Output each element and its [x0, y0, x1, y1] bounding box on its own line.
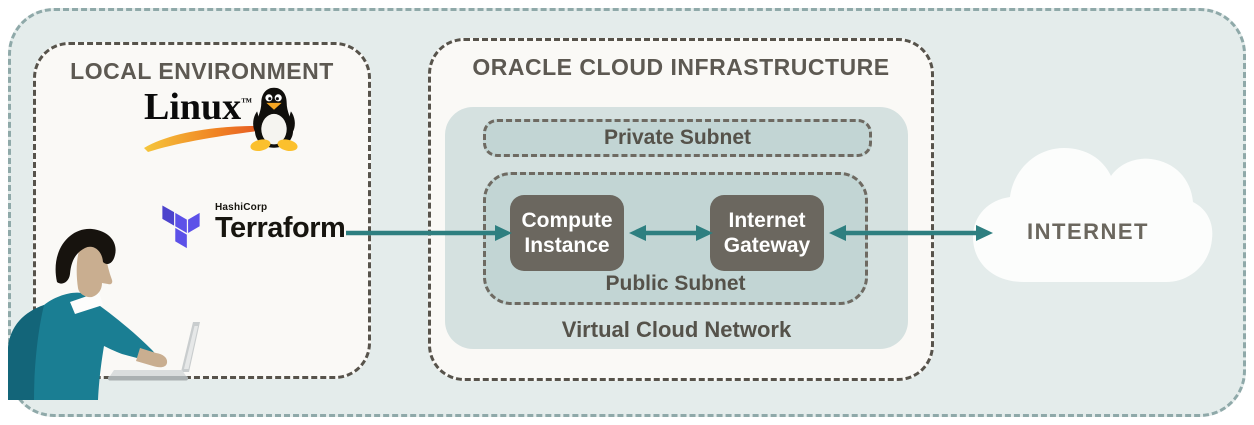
linux-wordmark: Linux™ — [144, 86, 253, 128]
person-collar — [70, 292, 103, 314]
laptop-base — [110, 370, 186, 376]
public-subnet-label: Public Subnet — [605, 272, 746, 295]
local-environment-title: LOCAL ENVIRONMENT — [70, 58, 334, 84]
vcn-label: Virtual Cloud Network — [561, 317, 792, 342]
internet-cloud: INTERNET — [962, 136, 1214, 292]
developer-at-laptop-illustration — [8, 228, 200, 400]
private-subnet-label: Private Subnet — [603, 126, 752, 149]
person-hand — [136, 348, 168, 368]
internet-label: INTERNET — [1027, 219, 1149, 244]
private-subnet: Private Subnet — [483, 119, 872, 157]
oci-title: ORACLE CLOUD INFRASTRUCTURE — [472, 54, 890, 80]
linux-logo: Linux™ — [144, 86, 302, 154]
hashicorp-label: HashiCorp — [215, 202, 268, 213]
oci-box: ORACLE CLOUD INFRASTRUCTURE Private Subn… — [428, 38, 934, 381]
terraform-wordmark: HashiCorp Terraform — [215, 202, 346, 244]
linux-trademark: ™ — [241, 96, 253, 109]
person-shirt — [8, 292, 160, 400]
virtual-cloud-network: Private Subnet Compute Instance Internet… — [445, 107, 908, 349]
terraform-logo: HashiCorp Terraform — [158, 199, 348, 259]
person-hair — [55, 228, 116, 284]
public-subnet: Compute Instance Internet Gateway Public… — [483, 172, 868, 305]
terraform-label: Terraform — [215, 212, 346, 244]
internet-gateway-node: Internet Gateway — [710, 195, 824, 271]
linux-tux-icon — [250, 87, 298, 152]
terraform-mark-icon — [162, 205, 200, 249]
compute-instance-node: Compute Instance — [510, 195, 624, 271]
internet-cloud-icon — [973, 148, 1213, 282]
